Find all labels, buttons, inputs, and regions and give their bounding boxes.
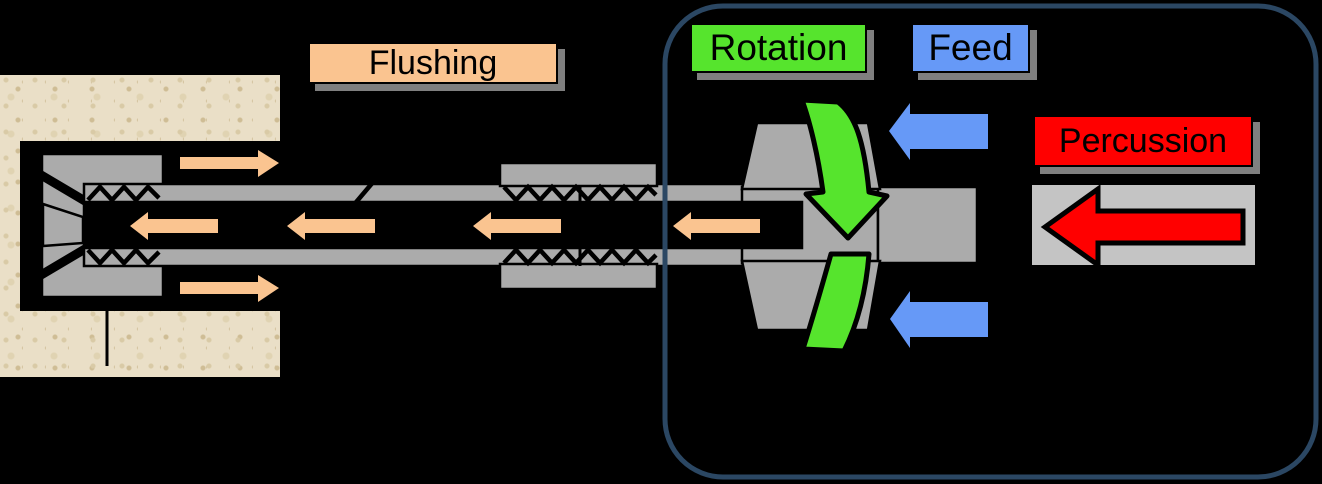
- flushing-in-arrow-2-icon: [287, 212, 375, 240]
- bit-thread-upper: [86, 183, 161, 204]
- flushing-in-arrow-4-icon: [673, 212, 760, 240]
- bit-flushing-groove-upper: [33, 168, 93, 208]
- percussion-arrow-icon: [1040, 184, 1246, 270]
- shank-block: [876, 185, 979, 265]
- feed-label: Feed: [911, 23, 1030, 73]
- bit-thread-lower: [86, 246, 161, 267]
- rod-break-mark: [350, 179, 376, 209]
- bit-flushing-groove-lower: [33, 242, 93, 282]
- coupling-thread-lower: [502, 246, 658, 267]
- drill-bit-head-wedge: [41, 202, 85, 248]
- rotation-label: Rotation: [690, 23, 867, 73]
- rotation-arrow-upper-icon: [799, 97, 890, 241]
- flushing-return-arrow-top-icon: [180, 150, 279, 177]
- flushing-return-arrow-bottom-icon: [180, 275, 279, 302]
- feed-arrow-bottom-icon: [890, 291, 988, 348]
- flushing-label: Flushing: [308, 42, 558, 84]
- feed-arrow-top-icon: [889, 103, 988, 160]
- flushing-in-arrow-1-icon: [130, 212, 218, 240]
- coupling-thread-upper: [502, 183, 658, 204]
- percussion-label: Percussion: [1033, 115, 1253, 167]
- drill-rod-lower-wall: [82, 246, 762, 268]
- hammer-panel-outline: [662, 3, 1319, 480]
- drill-rod-upper-wall: [82, 182, 762, 204]
- coupling-sleeve-upper: [498, 161, 659, 188]
- flushing-in-arrow-3-icon: [473, 212, 561, 240]
- coupling-sleeve-lower: [498, 262, 659, 291]
- rotation-arrow-lower-icon: [800, 251, 872, 354]
